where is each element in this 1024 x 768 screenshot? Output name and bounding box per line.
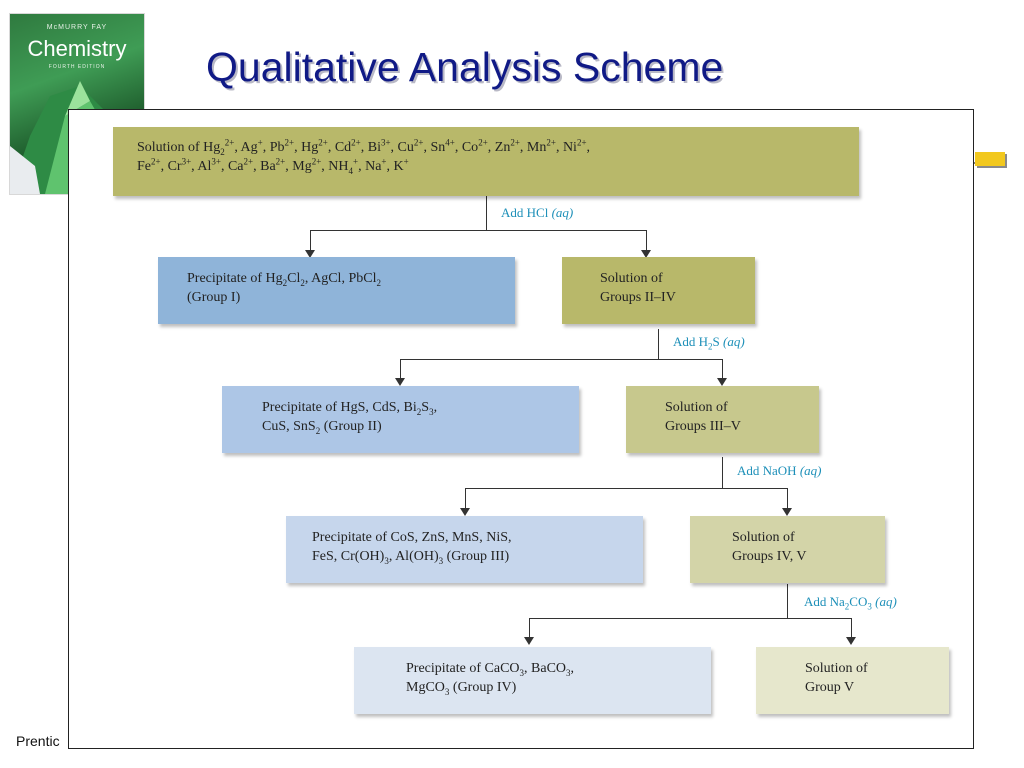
connector [400,359,723,360]
connector [787,584,788,618]
solution-group-5-line-1: Solution of [805,661,868,676]
slide-title: Qualitative Analysis Scheme [206,44,724,90]
solution-groups-2-4: Solution of Groups II–IV [562,257,755,324]
precipitate-group-4: Precipitate of CaCO3, BaCO3, MgCO3 (Grou… [354,647,711,714]
connector [658,329,659,359]
precipitate-group-3-line-2: FeS, Cr(OH)3, Al(OH)3 (Group III) [312,548,510,566]
solution-groups-2-4-line-2: Groups II–IV [600,289,676,305]
connector [529,618,530,641]
connector [465,488,788,489]
precipitate-group-2-line-2: CuS, SnS2 (Group II) [262,418,382,436]
initial-solution-line-2: Fe2+, Cr3+, Al3+, Ca2+, Ba2+, Mg2+, NH4+… [137,156,409,176]
connector [722,457,723,488]
precipitate-group-2-line-1: Precipitate of HgS, CdS, Bi2S3, [262,400,438,417]
solution-groups-2-4-line-1: Solution of [600,271,663,286]
connector [787,488,788,510]
decorative-accent-block [975,152,1005,166]
connector [486,196,487,230]
reagent-label-na2co3: Add Na2CO3 (aq) [804,594,897,612]
cover-edition: FOURTH EDITION [48,64,106,70]
solution-groups-3-5-line-1: Solution of [665,400,728,415]
solution-groups-3-5-line-2: Groups III–V [665,418,741,434]
precipitate-group-4-line-1: Precipitate of CaCO3, BaCO3, [406,661,575,678]
solution-groups-4-5-line-2: Groups IV, V [732,548,807,564]
initial-solution-line-1: Solution of Hg22+, Ag+, Pb2+, Hg2+, Cd2+… [137,137,591,157]
connector [400,359,401,381]
connector [465,488,466,510]
connector [310,230,311,252]
initial-solution-box: Solution of Hg22+, Ag+, Pb2+, Hg2+, Cd2+… [113,127,859,196]
connector [529,618,852,619]
precipitate-group-3-line-1: Precipitate of CoS, ZnS, MnS, NiS, [312,530,512,545]
precipitate-group-1-line-2: (Group I) [187,289,241,305]
arrowhead [717,378,727,386]
connector [722,359,723,381]
reagent-label-naoh: Add NaOH (aq) [737,463,822,478]
cover-authors: McMURRY FAY [46,24,108,31]
solution-groups-3-5: Solution of Groups III–V [626,386,819,453]
footer-publisher: Prentic [16,733,60,749]
reagent-label-hcl: Add HCl (aq) [501,205,574,220]
cover-title: Chemistry [27,36,127,61]
arrowhead [782,508,792,516]
connector [646,230,647,252]
solution-groups-4-5-line-1: Solution of [732,530,795,545]
connector [310,230,647,231]
solution-groups-4-5: Solution of Groups IV, V [690,516,885,583]
arrowhead [305,250,315,258]
precipitate-group-1: Precipitate of Hg2Cl2, AgCl, PbCl2 (Grou… [158,257,515,324]
precipitate-group-2: Precipitate of HgS, CdS, Bi2S3, CuS, SnS… [222,386,579,453]
arrowhead [524,637,534,645]
arrowhead [460,508,470,516]
precipitate-group-4-line-2: MgCO3 (Group IV) [406,679,517,697]
flowchart-figure: Solution of Hg22+, Ag+, Pb2+, Hg2+, Cd2+… [68,109,974,749]
connector [851,618,852,641]
precipitate-group-1-line-1: Precipitate of Hg2Cl2, AgCl, PbCl2 [187,271,381,288]
solution-group-5: Solution of Group V [756,647,949,714]
arrowheads [305,250,856,645]
precipitate-group-3: Precipitate of CoS, ZnS, MnS, NiS, FeS, … [286,516,643,583]
arrowhead [395,378,405,386]
reagent-label-h2s: Add H2S (aq) [673,334,745,352]
arrowhead [641,250,651,258]
solution-group-5-line-2: Group V [805,679,855,695]
arrowhead [846,637,856,645]
